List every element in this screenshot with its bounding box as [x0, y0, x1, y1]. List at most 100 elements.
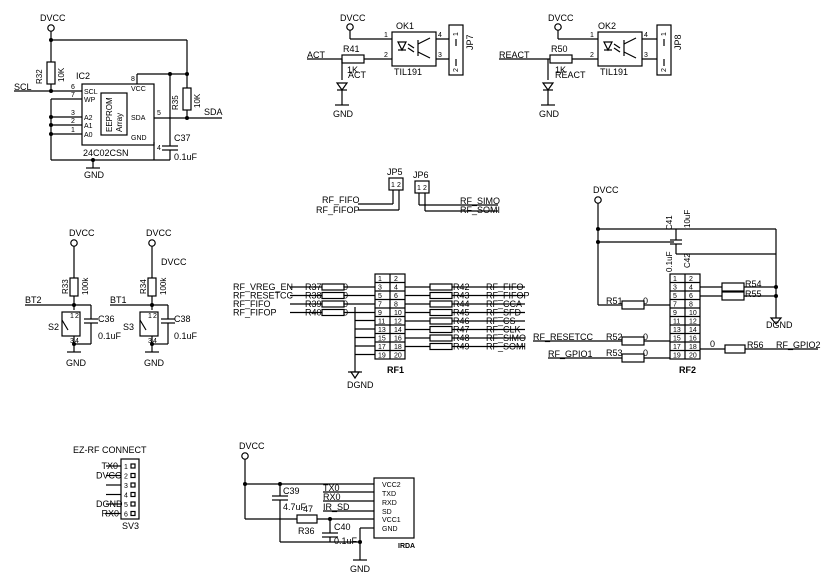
s3-pin-4: 4 [153, 338, 157, 345]
rf1-pin-right: 6 [394, 293, 398, 300]
bt1-net: BT1 [110, 295, 127, 305]
jp7-pin-2: 2 [453, 68, 460, 72]
eeprom-array-text-2: Array [115, 113, 124, 132]
rf1-pin-left: 9 [378, 310, 382, 317]
rf2-pin-left: 17 [673, 344, 681, 351]
irda-gnd-label: GND [350, 564, 371, 574]
eeprom-section: DVCC R32 10K SCL GND EEPROM Array IC2 [14, 13, 223, 180]
react-net-label: REACT [499, 50, 530, 60]
r51-label: R51 [606, 296, 623, 306]
rf1-right-net-label: RF_CCA [486, 299, 522, 309]
rf1-pin-left: 15 [378, 336, 386, 343]
rf1-pin-left: 3 [378, 285, 382, 292]
rf1-right-resistor [429, 300, 453, 308]
rf1-pin-right: 8 [394, 302, 398, 309]
c40-label: C40 [334, 522, 351, 532]
ok2-ref: OK2 [598, 21, 616, 31]
rf1-right-resistor [429, 283, 453, 291]
s2-dvcc-terminal [70, 239, 78, 247]
ok1-led-icon [397, 41, 407, 52]
jumper-section: JP5 JP6 1 2 1 2 RF_FIFO RF_FIFOP RF_SIMO… [316, 167, 500, 215]
irda-pin-vcc1: VCC1 [382, 517, 401, 524]
rf1-right-resistor [429, 308, 453, 317]
rf1-left-res-label: R38 [305, 291, 322, 301]
r56-value: 0 [710, 339, 715, 349]
rf1-right-net-label: RF_CLK [486, 325, 521, 335]
ok1-gnd-label: GND [333, 109, 354, 119]
c36-label: C36 [98, 314, 115, 324]
r55-label: R55 [745, 289, 762, 299]
rf1-right-net-label: RF_SIMO [486, 333, 526, 343]
r32-label: R32 [35, 69, 44, 84]
rf2-dgnd-label: DGND [766, 320, 793, 330]
ok1-section: DVCC ACT R41 1K ACT GND OK1 TIL191 1 2 3 [307, 13, 475, 119]
irda-pin-gnd: GND [382, 526, 398, 533]
sv3-net-label: DGND [96, 499, 123, 509]
rf2-pin-right: 16 [689, 336, 697, 343]
sda-net-label: SDA [204, 107, 223, 117]
ic2-num-6: 6 [71, 84, 75, 91]
rf1-left-net-label: RF_VREG_EN [233, 282, 293, 292]
rf2-pin-right: 14 [689, 327, 697, 334]
s2-dvcc-label: DVCC [69, 228, 95, 238]
ic2-pin-wp: WP [84, 97, 96, 104]
jp5-ref: JP5 [387, 167, 403, 177]
c42-label: C42 [683, 253, 692, 268]
irda-net-ir: IR_SD [323, 502, 350, 512]
rf1-pin-left: 5 [378, 293, 382, 300]
r54-label: R54 [745, 279, 762, 289]
r34-resistor [147, 277, 157, 297]
irda-pin-vcc2: VCC2 [382, 482, 401, 489]
ok1-optocoupler [391, 31, 437, 67]
rf2-pin-right: 20 [689, 353, 697, 360]
jp6-pin-1: 1 [417, 185, 421, 192]
s3-dvcc-label: DVCC [146, 228, 172, 238]
sv3-pin-number: 3 [124, 483, 128, 490]
rf1-right-resistor [429, 317, 453, 325]
s2-pin-2: 2 [75, 313, 79, 320]
rf1-right-net-label: RF_SFD [486, 308, 522, 318]
r53-resistor [621, 353, 645, 363]
c41-value: 10uF [683, 210, 692, 228]
irda-dvcc-label: DVCC [239, 441, 265, 451]
rf1-pin-left: 19 [378, 353, 386, 360]
rf1-left-res-label: R40 [305, 308, 322, 318]
r51-value: 0 [643, 296, 648, 306]
rf1-pin-right: 14 [394, 327, 402, 334]
rf2-net-reset: RF_RESETCC [533, 332, 594, 342]
jp6-header [414, 180, 430, 194]
rf1-pin-right: 2 [394, 276, 398, 283]
rf2-net-gpio1: RF_GPIO1 [548, 349, 593, 359]
r50-resistor [549, 54, 573, 64]
ic2-num-3: 3 [71, 110, 75, 117]
act-led-label: ACT [348, 70, 367, 80]
c37-label: C37 [174, 133, 191, 143]
ok1-dvcc-label: DVCC [340, 13, 366, 23]
rf1-left-net-label: RF_FIFOP [233, 308, 277, 318]
s3-ref: S3 [123, 322, 134, 332]
r34-label: R34 [139, 279, 148, 294]
irda-section: DVCC C39 4.7uF 47 R36 C40 0.1uF GND TX0 … [239, 441, 415, 574]
rf1-left-resistor [321, 300, 345, 308]
rf2-pin-left: 13 [673, 327, 681, 334]
irda-dvcc-terminal [241, 452, 249, 460]
r56-label: R56 [747, 340, 764, 350]
ok1-pin-2: 2 [384, 52, 388, 59]
sv3-pin-number: 1 [124, 464, 128, 471]
ok2-optocoupler [597, 31, 643, 67]
c38-label: C38 [174, 314, 191, 324]
jp7-ref: JP7 [465, 34, 475, 50]
ic2-pin-vcc: VCC [131, 86, 146, 93]
rf2-pin-left: 1 [673, 276, 677, 283]
rf1-ref: RF1 [387, 365, 404, 375]
rf1-left-resistor [321, 308, 345, 317]
ok2-section: DVCC REACT R50 1K REACT GND OK2 TIL191 1… [499, 13, 683, 119]
rf1-left-res-label: R37 [305, 282, 322, 292]
jp-net-fifo: RF_FIFO [322, 195, 360, 205]
ok1-pin-3: 3 [438, 52, 442, 59]
s2-pin-1: 1 [70, 313, 74, 320]
rf2-pin-right: 8 [689, 302, 693, 309]
sv3-pin-pad [130, 463, 136, 469]
